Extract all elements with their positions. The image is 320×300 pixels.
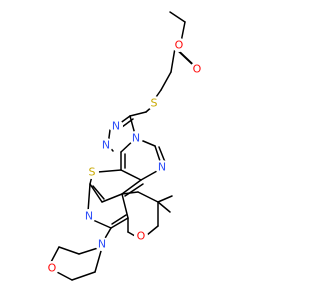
chemical-structure: O O S N N N N S [45,11,204,281]
bond [169,11,186,23]
triazole-nitrogen: N [129,131,143,145]
pyrimidine-nitrogen-label: N [158,161,166,174]
bond [101,193,123,203]
triazole-nitrogen: N [99,138,113,152]
thiophene-sulfur: S [85,165,99,179]
bond [111,214,127,225]
bond [110,217,129,229]
ester-carbonyl-oxygen: O [190,62,204,76]
thioether-sulfur-label: S [151,97,158,110]
ester-ether-oxygen-label: O [175,39,184,52]
morpholine-nitrogen: N [95,237,109,251]
bond [120,169,142,181]
ester-ether-oxygen: O [172,38,186,52]
bond [58,246,80,255]
bond [92,219,112,229]
thioether-sulfur: S [147,96,161,110]
bond [89,183,103,203]
bond [157,195,173,203]
bond [121,193,129,219]
bond [160,71,172,91]
ester-carbonyl-oxygen-label: O [193,63,202,76]
bond [129,111,147,117]
morpholine-oxygen: O [45,261,59,275]
bond [94,250,102,273]
triazole-nitrogen: N [109,119,123,133]
bond [140,170,158,181]
bond [92,185,105,200]
triazole-nitrogen-label: N [112,120,120,133]
pyridine-nitrogen: N [82,209,96,223]
triazole-nitrogen-label: N [132,132,140,145]
bond [71,271,96,281]
thiophene-sulfur-label: S [89,166,96,179]
bond [87,183,91,213]
atom-label-layer: O O S N N N N S [45,38,204,275]
triazole-nitrogen-label: N [102,139,110,152]
pyrimidine-nitrogen: N [155,160,169,174]
bond [97,169,122,173]
bond [158,146,166,163]
bond [121,191,139,195]
morpholine-nitrogen-label: N [98,238,106,251]
bond [146,225,159,236]
bond [127,231,136,237]
pyridine-nitrogen-label: N [85,210,93,223]
pyran-oxygen-label: O [137,230,146,243]
bond [170,47,176,73]
bond [54,270,73,281]
bond [121,179,142,195]
pyran-oxygen: O [134,229,148,243]
bond [137,191,159,203]
bond [157,201,171,213]
bond-layer [49,11,199,281]
morpholine-oxygen-label: O [48,262,57,275]
